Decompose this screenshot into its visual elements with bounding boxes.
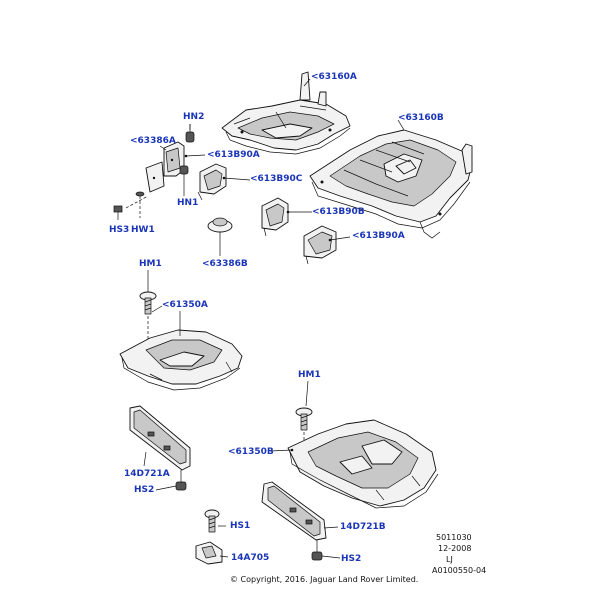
drawing-code: 5011030 <box>436 533 472 542</box>
callout-hm1-2[interactable]: HM1 <box>298 370 321 380</box>
callout-hs1[interactable]: HS1 <box>230 521 251 531</box>
callout-hs2-1[interactable]: HS2 <box>134 485 155 495</box>
trim-14d721a <box>129 405 191 471</box>
screw-hs2-a <box>175 470 187 491</box>
callout-hs3[interactable]: HS3 <box>109 225 130 235</box>
callout-63160a[interactable]: <63160A <box>311 72 357 82</box>
fastener-hm1-b <box>295 407 313 448</box>
cap-63386b <box>207 217 233 256</box>
cover-61350b <box>287 419 439 509</box>
callout-63386b[interactable]: <63386B <box>202 259 248 269</box>
bracket-613b90c <box>197 163 227 201</box>
seat-frame-63160b <box>309 129 473 239</box>
callout-14a705[interactable]: 14A705 <box>231 553 270 563</box>
callout-63160b[interactable]: <63160B <box>398 113 444 123</box>
fastener-hs3 <box>113 205 123 220</box>
bracket-63386a <box>145 141 185 193</box>
cover-61350a <box>119 329 243 391</box>
drawing-initials: LJ <box>446 555 453 564</box>
copyright-notice: © Copyright, 2016. Jaguar Land Rover Lim… <box>230 575 419 584</box>
callout-hs2-2[interactable]: HS2 <box>341 554 362 564</box>
fastener-hn1 <box>179 165 189 196</box>
fastener-hw1 <box>125 191 149 218</box>
leader-lines <box>143 78 405 559</box>
callout-63386a[interactable]: <63386A <box>130 136 176 146</box>
clip-14a705 <box>195 541 223 565</box>
trim-14d721b <box>261 481 327 541</box>
callout-hm1-1[interactable]: HM1 <box>139 259 162 269</box>
callout-hn2[interactable]: HN2 <box>183 112 205 122</box>
drawing-ref: A0100550-04 <box>432 566 487 575</box>
callout-61350b[interactable]: <61350B <box>228 447 274 457</box>
callout-14d721b[interactable]: 14D721B <box>340 522 386 532</box>
callout-613b90a-2[interactable]: <613B90A <box>352 231 405 241</box>
screw-hs1 <box>204 509 220 533</box>
bracket-613b90b <box>261 197 289 237</box>
callout-61350a[interactable]: <61350A <box>162 300 208 310</box>
callout-613b90a-1[interactable]: <613B90A <box>207 150 260 160</box>
callout-hn1[interactable]: HN1 <box>177 198 199 208</box>
callout-613b90b[interactable]: <613B90B <box>312 207 365 217</box>
drawing-date: 12-2008 <box>438 544 472 553</box>
seat-frame-63160a <box>221 71 351 155</box>
callout-14d721a[interactable]: 14D721A <box>124 469 170 479</box>
callout-613b90c[interactable]: <613B90C <box>250 174 303 184</box>
screw-hs2-b <box>311 540 323 561</box>
bracket-613b90a-lower <box>303 225 337 265</box>
callout-hw1[interactable]: HW1 <box>131 225 155 235</box>
